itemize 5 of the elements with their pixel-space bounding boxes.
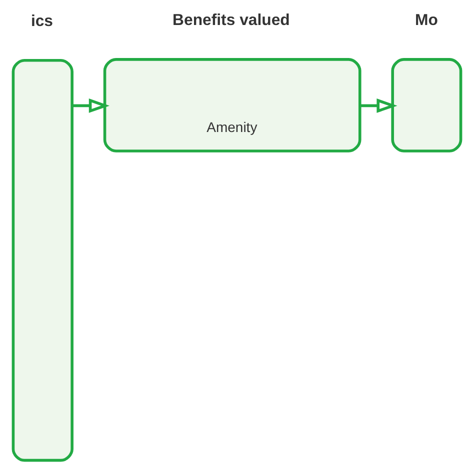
node-label: Benefits valued	[172, 12, 290, 29]
node-label: ics	[30, 12, 54, 30]
node-label: Mo	[415, 12, 438, 29]
arrow	[72, 98, 110, 113]
arrow	[359, 98, 398, 113]
